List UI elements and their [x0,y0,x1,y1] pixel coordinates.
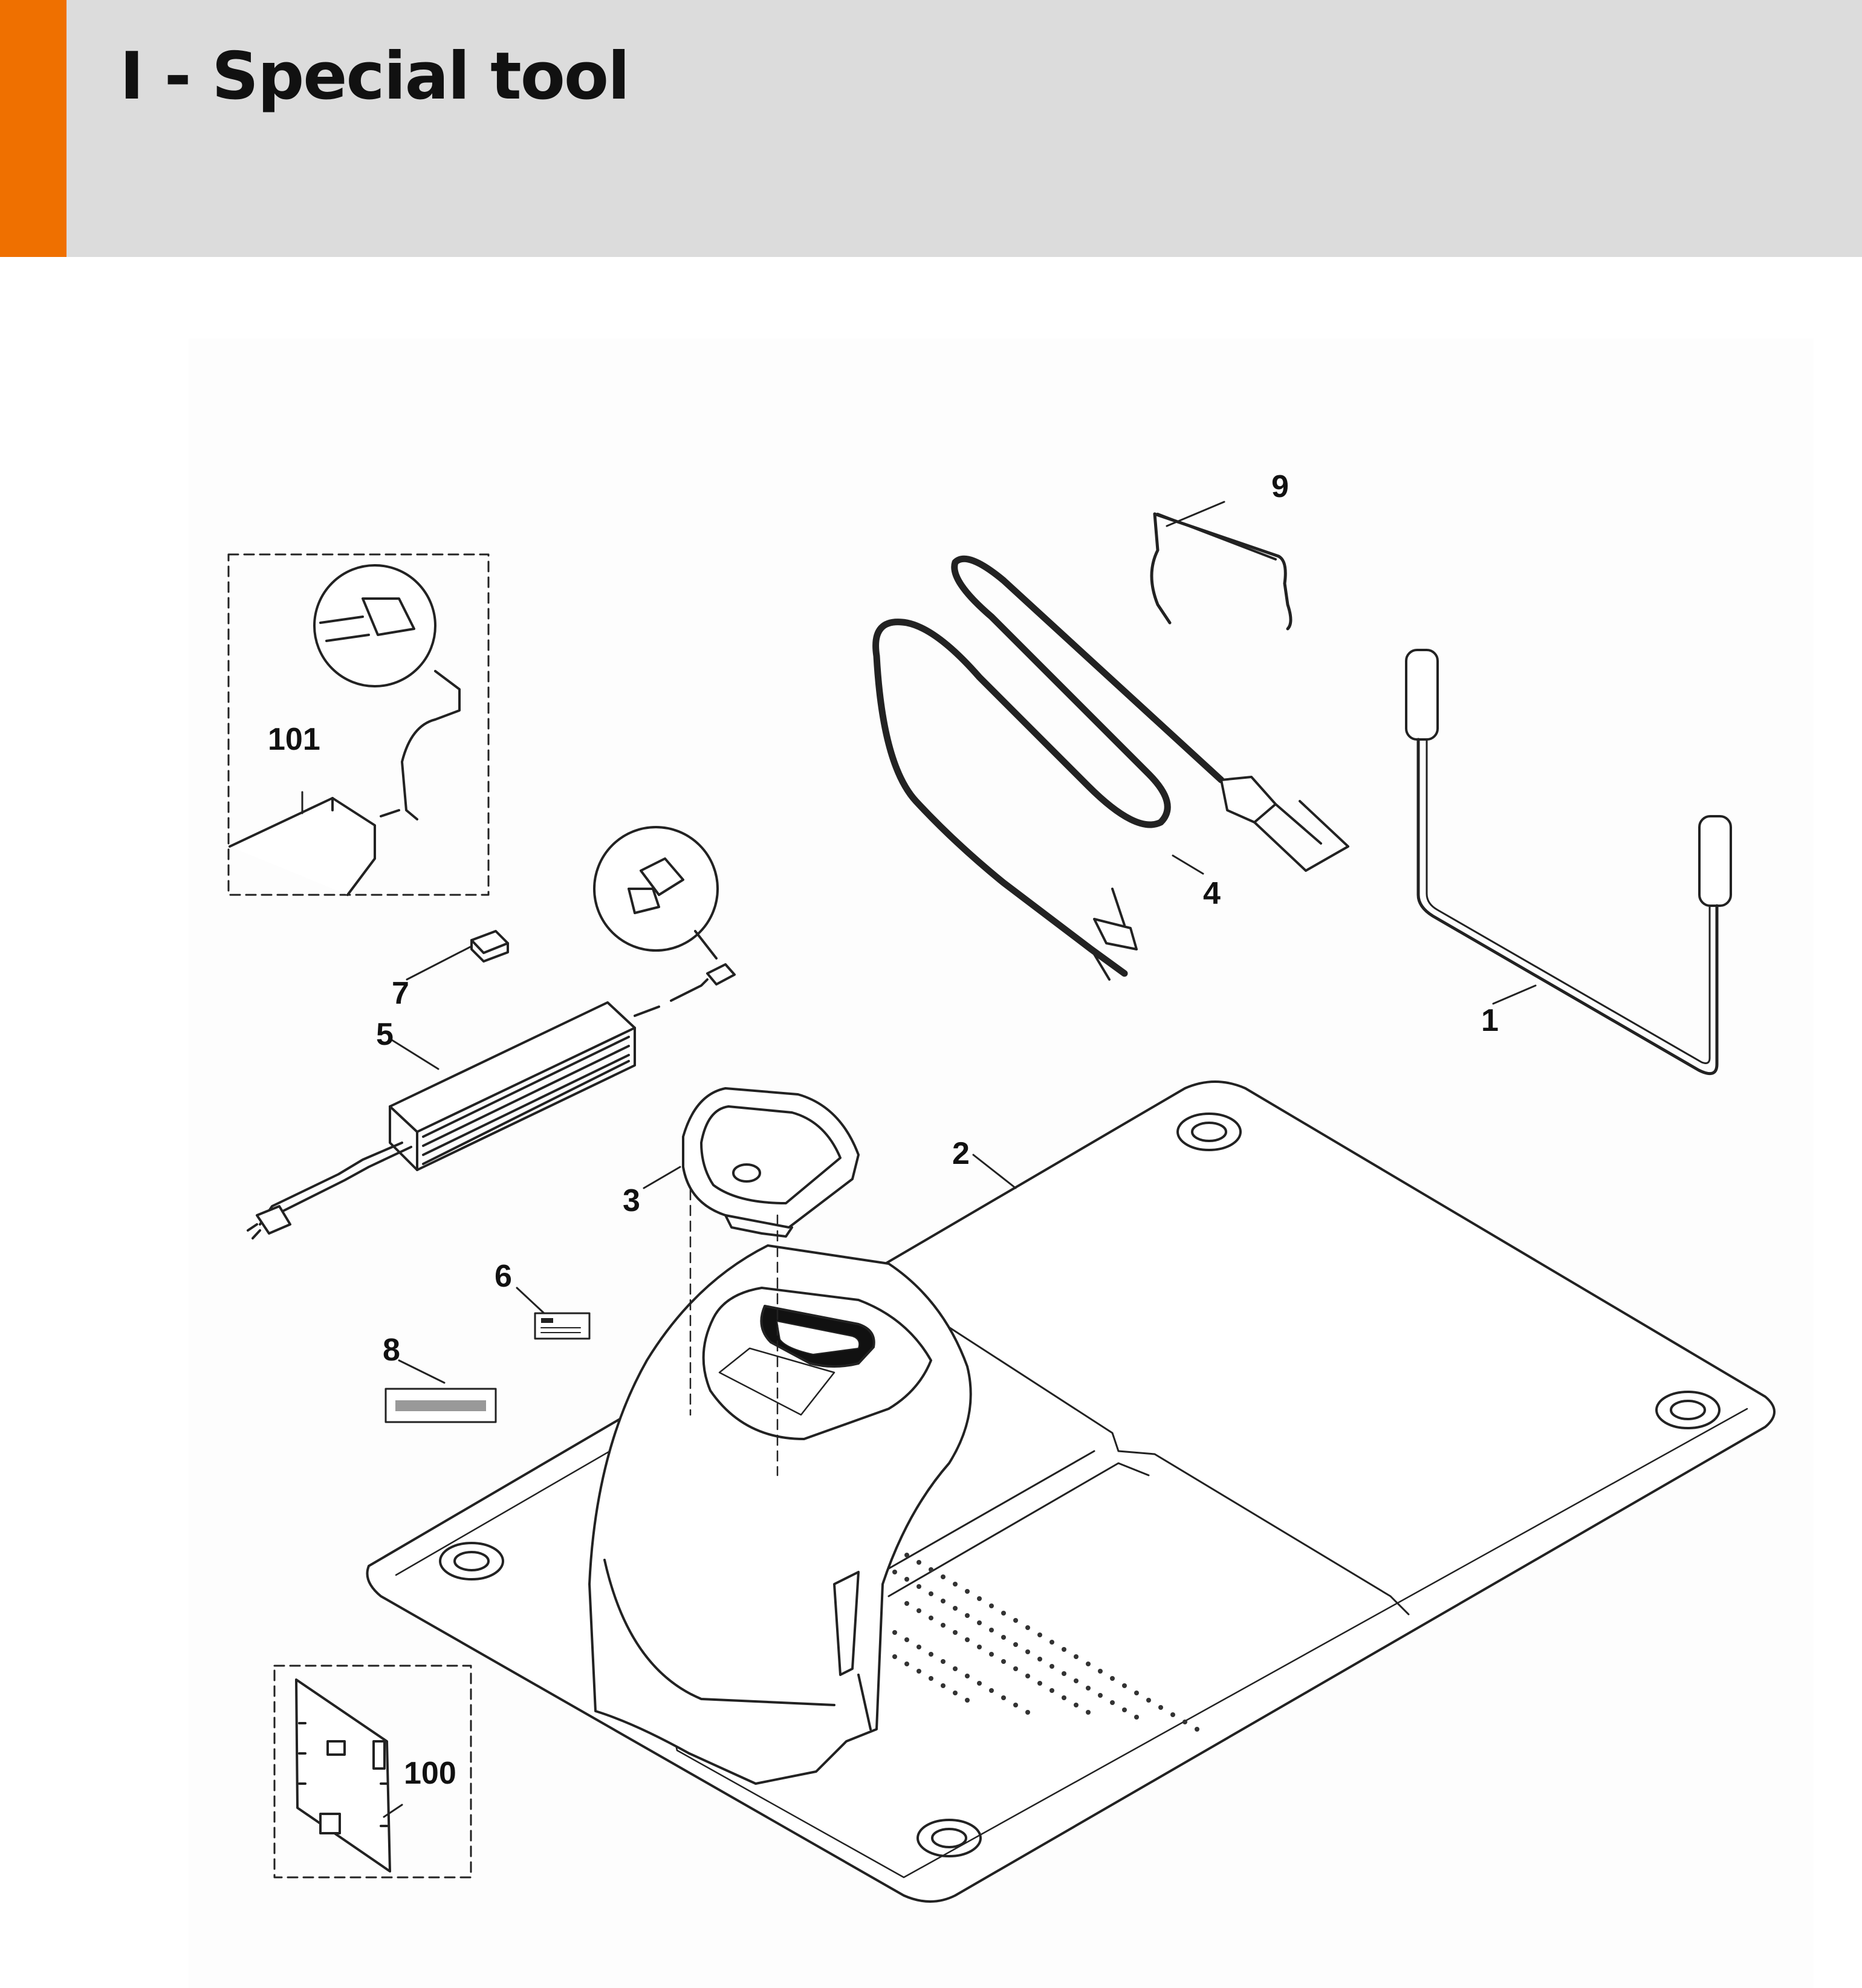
anchor-hole [1176,1113,1242,1151]
page-header: I - Special tool [0,0,1862,257]
callout-9: 9 [1271,469,1289,504]
handle-tool [1405,649,1732,1076]
callout-4: 4 [1203,876,1221,911]
callout-101: 101 [268,722,320,757]
charging-station-housing [588,1244,972,1785]
connector-magnifier-small [593,826,719,960]
power-supply [247,963,736,1239]
header-accent-bar [0,0,66,257]
leader-lines [301,501,1537,1818]
callout-3: 3 [623,1183,640,1218]
callout-5: 5 [376,1017,394,1052]
callout-8: 8 [383,1333,400,1368]
callout-2: 2 [952,1136,970,1171]
part-100-box [273,1665,472,1879]
base-plate [366,1080,1776,1903]
cover-part [682,1087,860,1238]
anchor-hole [916,1819,982,1857]
label-small [534,1312,591,1340]
part-101-box [227,553,490,896]
callout-100: 100 [404,1756,456,1791]
small-connector [470,930,509,963]
callout-1: 1 [1481,1003,1499,1038]
page-title: I - Special tool [120,39,630,114]
callout-7: 7 [392,976,409,1011]
label-strip [384,1388,497,1423]
wire-bracket [1150,512,1293,631]
anchor-hole [439,1542,504,1580]
usb-cable [872,555,1349,981]
anchor-hole [1655,1391,1721,1429]
callout-6: 6 [495,1259,512,1294]
